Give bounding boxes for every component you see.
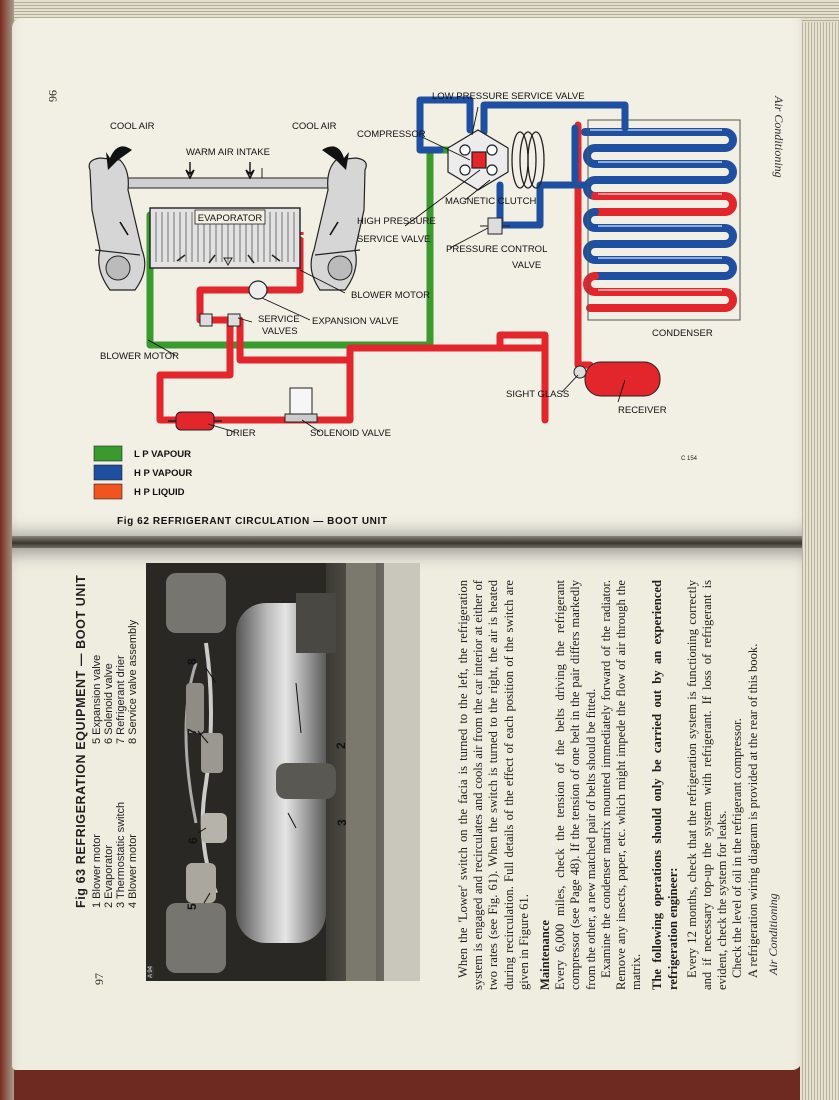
fig63-photograph xyxy=(146,563,420,981)
legend-swatch-lp-vapour xyxy=(94,446,122,461)
condenser-coil xyxy=(575,125,733,308)
fig63-item: 7 Refrigerant drier xyxy=(115,584,127,744)
blower-motor-left xyxy=(106,256,130,280)
label-valves: VALVES xyxy=(262,326,298,337)
running-head-97: Air Conditioning xyxy=(766,893,781,975)
label-high-pressure: HIGH PRESSURE xyxy=(357,216,436,227)
label-blower-motor-right: BLOWER MOTOR xyxy=(351,290,430,301)
magnetic-clutch xyxy=(512,132,544,188)
label-sight-glass: SIGHT GLASS xyxy=(506,389,569,400)
maintenance-paragraph-1: Every 6,000 miles, check the tension of … xyxy=(553,580,599,990)
figure-62-caption: Fig 62 REFRIGERANT CIRCULATION — BOOT UN… xyxy=(117,516,388,527)
legend-swatch-hp-liquid xyxy=(94,484,122,499)
page-number-97: 97 xyxy=(92,973,107,985)
fig63-item: 1 Blower motor xyxy=(91,744,103,908)
label-service: SERVICE xyxy=(258,314,300,325)
air-duct-bar xyxy=(100,178,355,188)
compressor xyxy=(448,130,508,190)
legend-label-lp-vapour: L P VAPOUR xyxy=(134,449,191,460)
photo-callout-7: 7 xyxy=(185,728,199,735)
label-receiver: RECEIVER xyxy=(618,405,667,416)
photo-callout-5: 5 xyxy=(185,903,199,910)
photo-callout-6: 6 xyxy=(186,837,200,844)
label-expansion-valve: EXPANSION VALVE xyxy=(312,316,399,327)
label-cool-air-right: COOL AIR xyxy=(292,121,337,132)
fig63-item: 2 Evaporator xyxy=(103,744,115,908)
fig63-item: 3 Thermostatic switch xyxy=(115,744,127,908)
expansion-valve xyxy=(249,281,267,299)
photo-callout-2: 2 xyxy=(334,742,348,749)
label-warm-air-intake: WARM AIR INTAKE xyxy=(186,147,270,158)
evaporator-label: EVAPORATOR xyxy=(198,213,263,224)
fig63-item: 4 Blower motor xyxy=(127,744,139,908)
engineer-paragraph-2: Check the level of oil in the refrigeran… xyxy=(730,580,745,990)
photo-code: A 94 xyxy=(148,966,154,978)
engineer-heading: The following operations should only be … xyxy=(650,580,680,990)
fig63-item: 8 Service valve assembly xyxy=(127,584,139,744)
label-pressure-control: PRESSURE CONTROL xyxy=(446,244,547,255)
fig63-item: 6 Solenoid valve xyxy=(103,584,115,744)
photo-callout-3: 3 xyxy=(335,819,349,826)
maintenance-heading: Maintenance xyxy=(538,580,553,990)
label-condenser: CONDENSER xyxy=(652,328,713,339)
label-compressor: COMPRESSOR xyxy=(357,129,426,140)
engineer-paragraph-1: Every 12 months, check that the refriger… xyxy=(685,580,731,990)
body-text-column: When the 'Lower' switch on the facia is … xyxy=(456,580,768,990)
legend: L P VAPOUR H P VAPOUR H P LIQUID xyxy=(94,446,192,499)
solenoid-valve xyxy=(285,388,317,422)
photo-callout-8: 8 xyxy=(185,658,199,665)
label-service-valve: SERVICE VALVE xyxy=(357,234,430,245)
label-low-pressure-service-valve: LOW PRESSURE SERVICE VALVE xyxy=(432,91,585,102)
label-blower-motor-left: BLOWER MOTOR xyxy=(100,351,179,362)
pressure-control-valve xyxy=(480,218,510,234)
drier xyxy=(168,412,222,430)
hp-vapour-pipe-upper xyxy=(484,105,625,132)
intro-paragraph: When the 'Lower' switch on the facia is … xyxy=(456,580,532,990)
legend-label-hp-vapour: H P VAPOUR xyxy=(134,468,192,479)
photo-content xyxy=(146,563,420,981)
maintenance-paragraph-2: Examine the condenser matrix mounted imm… xyxy=(599,580,645,990)
engineer-paragraph-3: A refrigeration wiring diagram is provid… xyxy=(746,580,761,990)
legend-label-hp-liquid: H P LIQUID xyxy=(134,487,185,498)
label-valve: VALVE xyxy=(512,260,541,271)
blower-motor-right xyxy=(328,256,352,280)
label-solenoid-valve: SOLENOID VALVE xyxy=(310,428,391,439)
label-magnetic-clutch: MAGNETIC CLUTCH xyxy=(445,196,536,207)
fig63-key: 1 Blower motor 5 Expansion valve 2 Evapo… xyxy=(91,568,139,908)
label-cool-air-left: COOL AIR xyxy=(110,121,155,132)
fig63-caption: Fig 63 REFRIGERATION EQUIPMENT — BOOT UN… xyxy=(74,568,139,908)
label-drier: DRIER xyxy=(226,428,256,439)
refrigerant-circulation-diagram: EVAPORATOR xyxy=(0,0,839,540)
legend-swatch-hp-vapour xyxy=(94,465,122,480)
fig63-item: 5 Expansion valve xyxy=(91,584,103,744)
figure-code: C 154 xyxy=(681,456,698,462)
fig63-title: Fig 63 REFRIGERATION EQUIPMENT — BOOT UN… xyxy=(74,568,88,908)
